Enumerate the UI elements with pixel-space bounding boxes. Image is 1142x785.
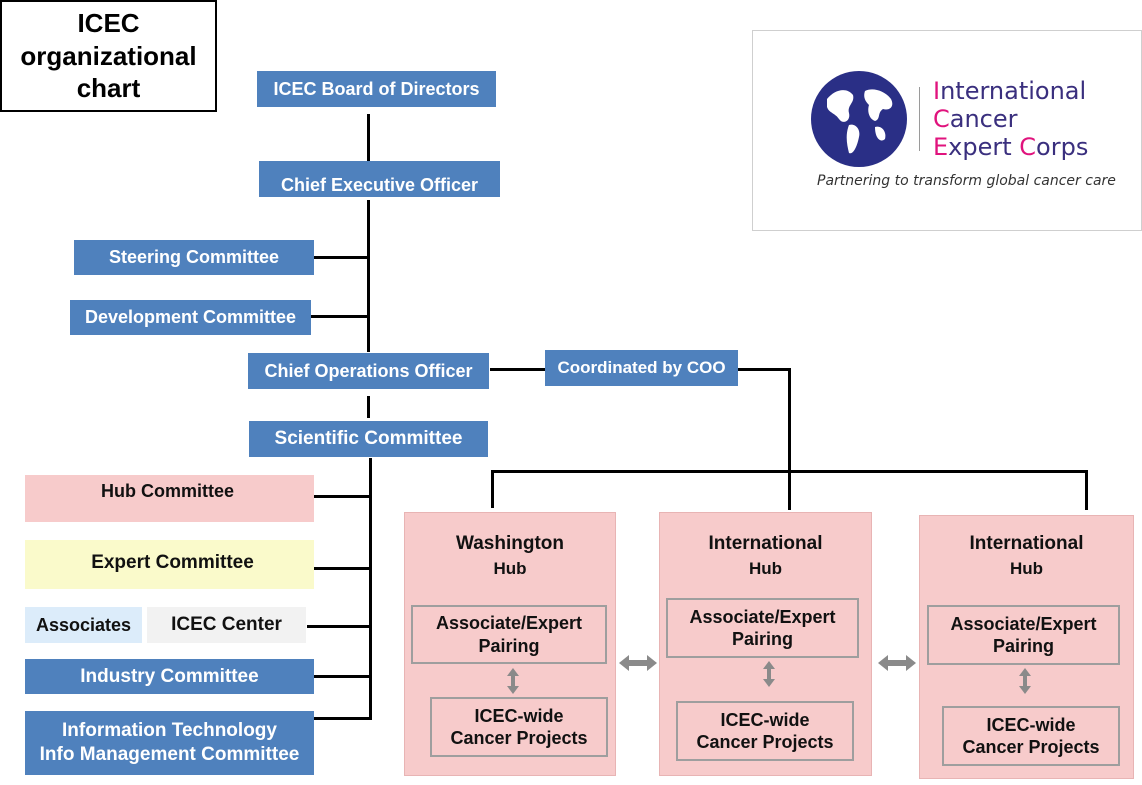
- board-of-directors-box: ICEC Board of Directors: [257, 71, 496, 107]
- it-committee-line1: Information Technology: [62, 720, 277, 742]
- hub-name: International: [708, 533, 823, 554]
- projects-line2: Cancer Projects: [696, 732, 834, 752]
- connector-hubs-bar: [491, 470, 1088, 473]
- connector-industry: [314, 675, 371, 678]
- double-arrow-horizontal-icon: [619, 655, 657, 671]
- it-committee-box: Information Technology Info Management C…: [25, 711, 314, 775]
- pairing-line1: Associate/Expert: [435, 613, 583, 633]
- logo-tagline: Partnering to transform global cancer ca…: [817, 173, 1116, 189]
- projects-line1: ICEC-wide: [720, 709, 810, 730]
- connector-expert-committee: [314, 567, 371, 570]
- projects-line2: Cancer Projects: [450, 728, 588, 748]
- icec-wide-projects-box: ICEC-wide Cancer Projects: [430, 697, 608, 757]
- associate-expert-pairing-box: Associate/Expert Pairing: [927, 605, 1120, 665]
- ceo-box: Chief Executive Officer: [259, 161, 500, 197]
- steering-committee-box: Steering Committee: [74, 240, 314, 275]
- pairing-line2: Pairing: [478, 635, 540, 656]
- connector-development: [311, 315, 369, 318]
- hub-sub: Hub: [1009, 559, 1044, 578]
- projects-line1: ICEC-wide: [474, 705, 564, 726]
- associate-expert-pairing-box: Associate/Expert Pairing: [411, 605, 607, 664]
- connector-coo-coordinated: [490, 368, 545, 371]
- projects-line1: ICEC-wide: [986, 714, 1076, 735]
- double-arrow-vertical-icon: [507, 668, 519, 694]
- chart-title-line3: chart: [76, 73, 141, 104]
- hub-name: International: [969, 533, 1084, 554]
- connector-board-ceo: [367, 114, 370, 161]
- connector-hub-committee: [314, 495, 371, 498]
- connector-hub3: [1085, 470, 1088, 510]
- pairing-line2: Pairing: [992, 636, 1054, 656]
- connector-coo-scientific: [367, 396, 370, 418]
- connector-steering: [314, 256, 369, 259]
- pairing-line1: Associate/Expert: [689, 606, 836, 627]
- logo-line-3: Expert Corps: [933, 133, 1089, 161]
- hub-sub: Hub: [493, 559, 527, 578]
- coo-box: Chief Operations Officer: [248, 353, 489, 389]
- development-committee-box: Development Committee: [70, 300, 311, 335]
- connector-hub1: [491, 470, 494, 508]
- washington-hub: Washington Hub Associate/Expert Pairing …: [404, 512, 616, 776]
- industry-committee-box: Industry Committee: [25, 659, 314, 694]
- hub-name: Washington: [456, 533, 564, 554]
- associate-expert-pairing-box: Associate/Expert Pairing: [666, 598, 859, 658]
- double-arrow-vertical-icon: [1019, 668, 1031, 694]
- it-committee-line2: Info Management Committee: [39, 744, 300, 765]
- connector-trunk-lower: [369, 458, 372, 720]
- icec-logo: International Cancer Expert Corps Partne…: [752, 30, 1142, 231]
- icec-wide-projects-box: ICEC-wide Cancer Projects: [676, 701, 854, 761]
- connector-associates: [307, 625, 371, 628]
- connector-it: [314, 717, 371, 720]
- projects-line2: Cancer Projects: [962, 737, 1100, 757]
- hub-committee-box: Hub Committee: [25, 475, 314, 522]
- associates-box: Associates: [25, 607, 142, 643]
- icec-wide-projects-box: ICEC-wide Cancer Projects: [942, 706, 1120, 766]
- pairing-line2: Pairing: [731, 629, 793, 649]
- international-hub-2: International Hub Associate/Expert Pairi…: [919, 515, 1134, 779]
- double-arrow-vertical-icon: [763, 661, 775, 687]
- logo-divider: [919, 87, 920, 151]
- international-hub-1: International Hub Associate/Expert Pairi…: [659, 512, 872, 776]
- chart-title-line2: organizational: [20, 40, 197, 71]
- globe-icon: [811, 71, 907, 167]
- coordinated-by-coo-box: Coordinated by COO: [545, 350, 738, 386]
- icec-center-box: ICEC Center: [147, 607, 306, 643]
- pairing-line1: Associate/Expert: [950, 613, 1097, 634]
- connector-coordinated-right: [738, 368, 790, 371]
- hub-sub: Hub: [748, 559, 783, 578]
- connector-coordinated-down: [788, 368, 791, 510]
- expert-committee-box: Expert Committee: [25, 540, 314, 589]
- logo-wordmark: International Cancer Expert Corps: [933, 77, 1088, 161]
- logo-line-1: International: [933, 77, 1087, 105]
- chart-title: ICEC organizational chart: [0, 0, 217, 112]
- chart-title-line1: ICEC: [77, 8, 140, 39]
- scientific-committee-box: Scientific Committee: [249, 421, 488, 457]
- logo-line-2: Cancer: [933, 105, 1018, 133]
- double-arrow-horizontal-icon: [878, 655, 916, 671]
- connector-trunk-upper: [367, 200, 370, 352]
